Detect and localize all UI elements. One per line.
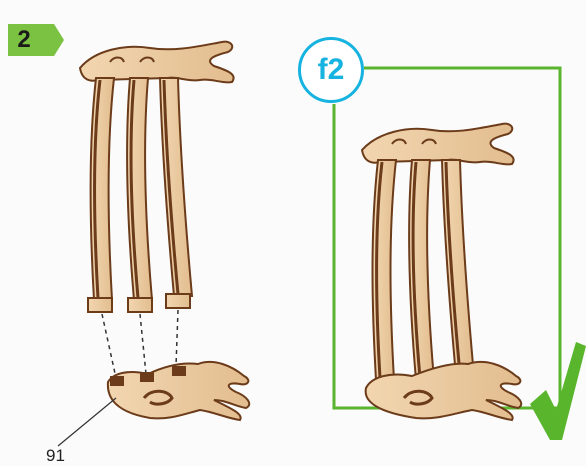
upper-rail-assembly bbox=[80, 42, 234, 312]
step-number: 2 bbox=[9, 25, 39, 55]
assembled-stand bbox=[362, 124, 521, 420]
part-number-label: 91 bbox=[46, 446, 65, 466]
check-mark-icon bbox=[530, 342, 586, 440]
base-piece bbox=[108, 362, 249, 420]
part-leader-line bbox=[58, 398, 116, 446]
result-badge-label: f2 bbox=[298, 37, 364, 103]
